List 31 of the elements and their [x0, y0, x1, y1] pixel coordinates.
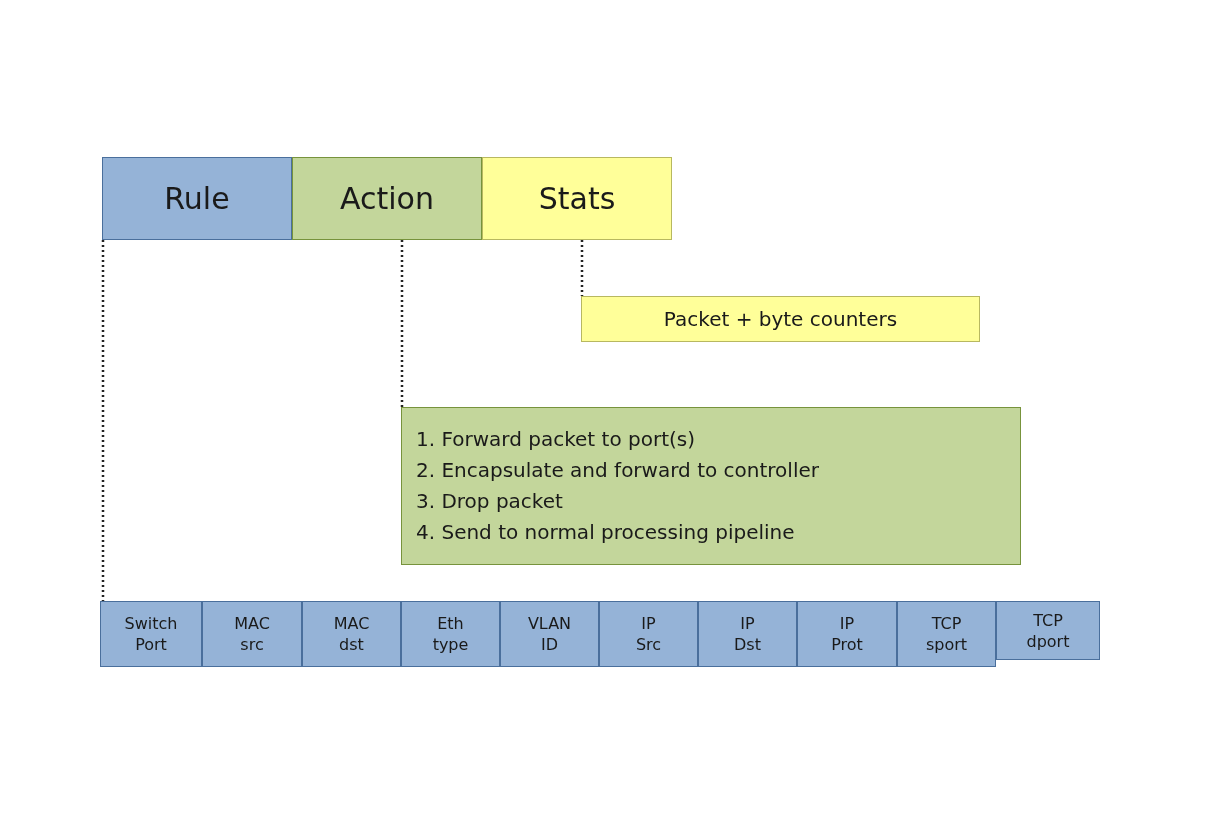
match-field: [599, 601, 698, 667]
table-column-header: Action: [292, 157, 482, 240]
field-label: TCP sport: [925, 613, 968, 655]
table-column-header: Rule: [102, 157, 292, 240]
match-field: [698, 601, 797, 667]
field-label: MAC dst: [333, 613, 370, 655]
field-label: TCP dport: [1026, 609, 1070, 652]
action-list-panel: [401, 407, 1021, 565]
match-field: [202, 601, 302, 667]
field-label: MAC src: [234, 613, 270, 655]
list-item: 3. Drop packet: [416, 488, 563, 515]
list-item: 4. Send to normal processing pipeline: [416, 519, 795, 546]
match-field: [100, 601, 202, 667]
match-field: [897, 601, 996, 667]
counter-box: Packet + byte counters: [581, 296, 980, 342]
match-field: [401, 601, 500, 667]
field-label: IP Dst: [734, 613, 761, 655]
table-column-header: Stats: [482, 157, 672, 240]
field-label: Eth type: [432, 613, 469, 655]
field-label: Switch Port: [124, 613, 178, 655]
leader-line: [580, 240, 584, 296]
match-field: [996, 601, 1100, 660]
match-field: [797, 601, 897, 667]
field-label: IP Src: [635, 613, 662, 655]
list-item: 1. Forward packet to port(s): [416, 426, 695, 453]
match-field: [500, 601, 599, 667]
field-label: IP Prot: [831, 613, 863, 655]
match-field: [302, 601, 401, 667]
field-label: VLAN ID: [527, 613, 572, 655]
list-item: 2. Encapsulate and forward to controller: [416, 457, 819, 484]
leader-line: [400, 240, 404, 407]
